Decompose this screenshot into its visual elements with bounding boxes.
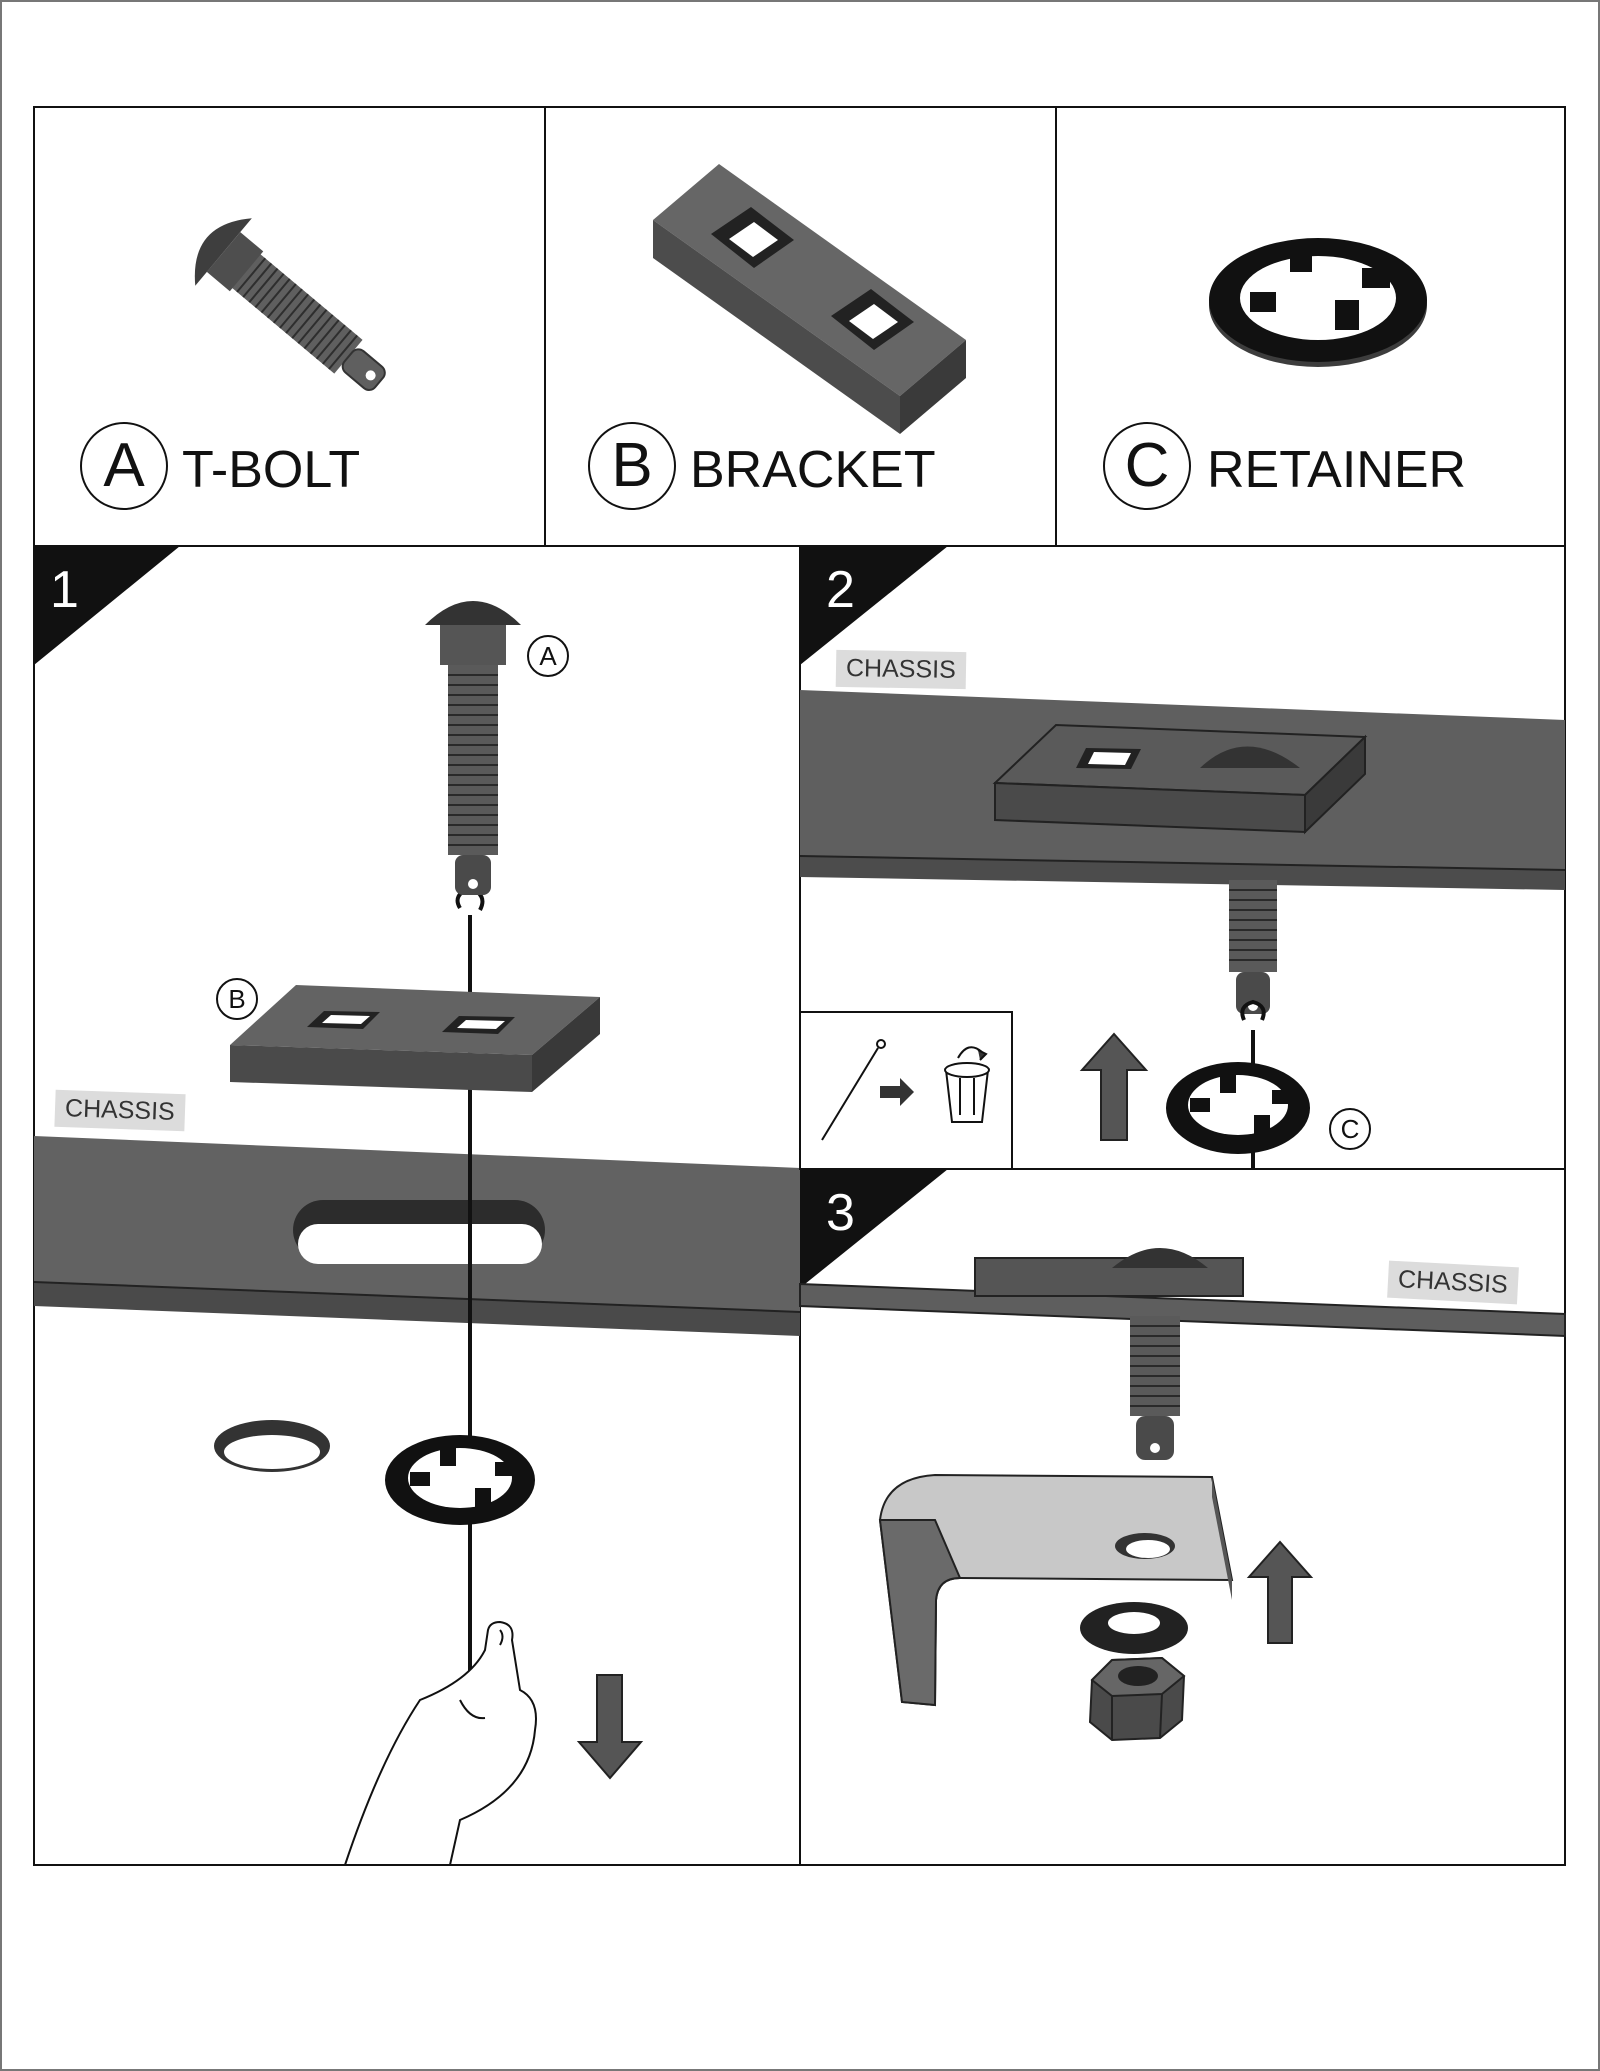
part-b-letter: B (588, 422, 676, 510)
step-3-number: 3 (826, 1184, 855, 1242)
step-1-number: 1 (50, 561, 79, 619)
down-arrow-icon (576, 1674, 644, 1780)
part-a-name: T-BOLT (182, 441, 361, 499)
hex-nut-icon (1088, 1656, 1186, 1742)
discard-wire-icon (821, 1039, 886, 1141)
trash-can-icon (944, 1046, 990, 1123)
step-3-corner (800, 1169, 948, 1288)
step-2-t-bolt (1229, 880, 1277, 1014)
callout-b: B (216, 978, 258, 1020)
step-1-chassis-label: CHASSIS (54, 1089, 186, 1132)
washer-icon (1080, 1602, 1188, 1654)
step-2-number: 2 (826, 561, 855, 619)
retainer-icon (1209, 238, 1427, 367)
l-bracket (878, 1473, 1234, 1707)
step-3-t-bolt (1130, 1316, 1180, 1460)
step-3-up-arrow-icon (1246, 1540, 1314, 1644)
up-arrow-icon (1079, 1032, 1149, 1141)
step-2-corner (800, 546, 948, 665)
part-c-name: RETAINER (1207, 441, 1467, 499)
callout-c: C (1329, 1108, 1371, 1150)
t-bolt-icon (194, 218, 386, 391)
step-2-retainer (1166, 1062, 1310, 1154)
bracket-icon (653, 164, 966, 434)
part-c-letter: C (1103, 422, 1191, 510)
step-1-grommet (214, 1420, 330, 1472)
step-3-chassis (799, 1248, 1566, 1338)
small-right-arrow-icon (880, 1078, 914, 1106)
part-b-name: BRACKET (690, 441, 936, 499)
step-3-chassis-label: CHASSIS (1387, 1260, 1519, 1305)
step-1-corner (34, 546, 180, 665)
step-2-chassis-label: CHASSIS (835, 649, 967, 690)
step-1-retainer (385, 1435, 535, 1525)
step-2-bracket (992, 723, 1368, 835)
step-1-chassis (33, 1136, 801, 1336)
step-1-t-bolt (425, 601, 521, 895)
hand-icon (343, 1620, 537, 1866)
part-a-letter: A (80, 422, 168, 510)
callout-a: A (527, 635, 569, 677)
step-1-bracket (230, 985, 600, 1092)
